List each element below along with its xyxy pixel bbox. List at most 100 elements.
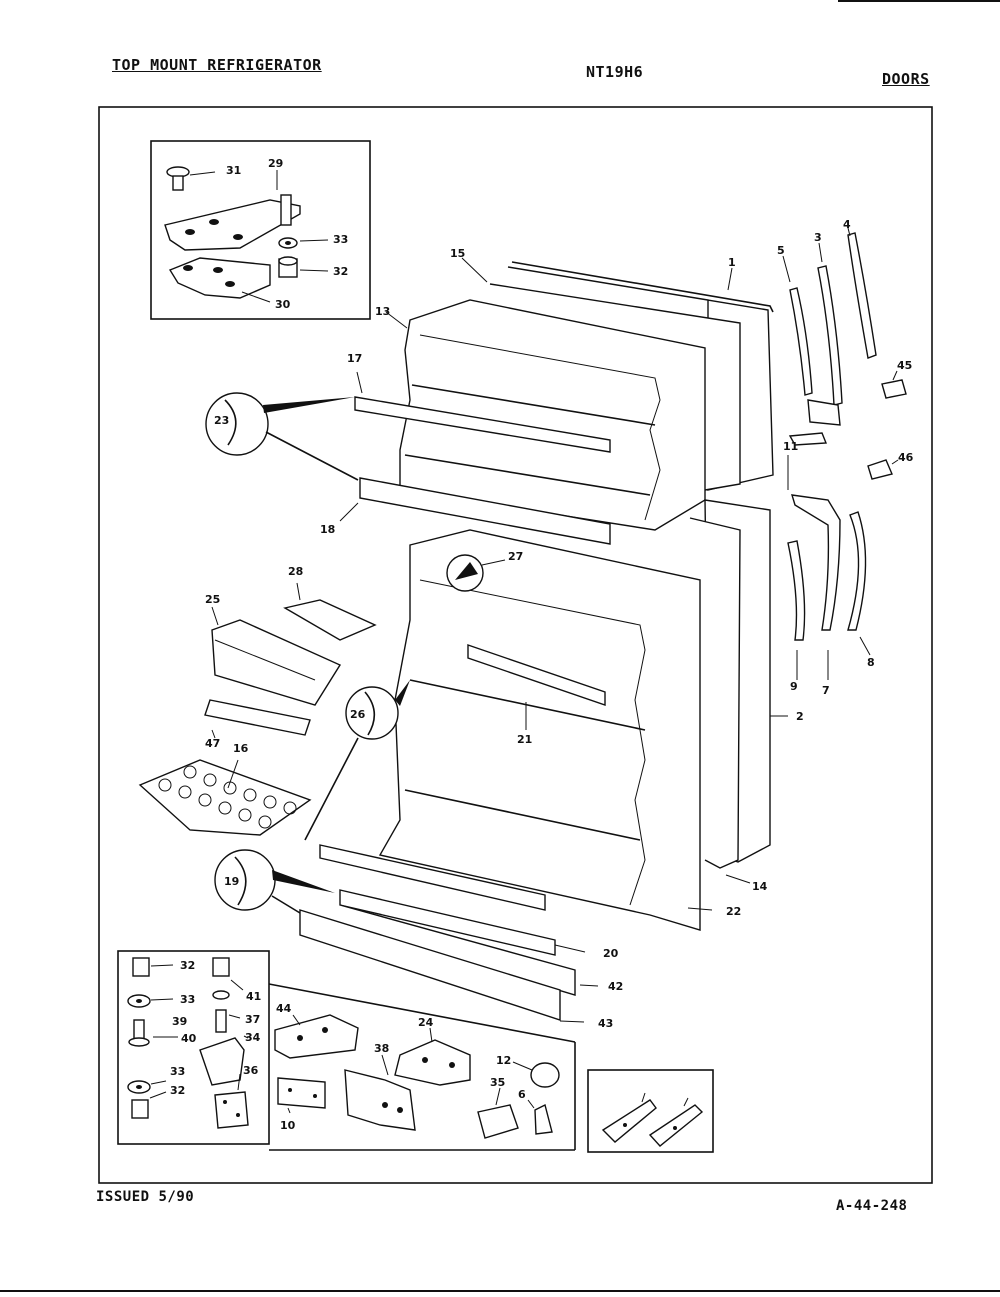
callout-37: 40 xyxy=(181,1032,197,1045)
part-46-clip xyxy=(867,459,899,480)
callout-18: 18 xyxy=(320,523,335,536)
part-47-egg-tray xyxy=(138,759,312,836)
part-37-pin xyxy=(128,1019,178,1047)
callout-33-inset-lower: 33 xyxy=(170,1065,185,1078)
bracket-inset-box xyxy=(587,1069,714,1153)
part-38-cap xyxy=(512,1061,560,1088)
callout-5: 5 xyxy=(777,244,785,257)
detail-23-lower xyxy=(214,849,335,914)
callout-9: 9 xyxy=(790,680,798,693)
callout-14: 22 xyxy=(726,905,741,918)
part-33-washer-top xyxy=(127,994,174,1008)
callout-36: 38 xyxy=(374,1042,389,1055)
callout-23-top: 23 xyxy=(214,414,229,427)
part-33-washer-lower xyxy=(127,1080,167,1094)
part-24-stop xyxy=(477,1087,519,1139)
callout-32-inset-top: 32 xyxy=(180,959,195,972)
callout-31: 31 xyxy=(226,164,241,177)
callout-26: 47 xyxy=(205,737,220,750)
part-36-hinge-bracket xyxy=(344,1054,416,1131)
section-title: DOORS xyxy=(882,70,930,88)
callout-32-inset-lower: 32 xyxy=(170,1084,185,1097)
callout-28: 28 xyxy=(288,565,303,578)
callout-30: 30 xyxy=(275,298,291,311)
callout-24: 35 xyxy=(490,1076,505,1089)
part-21-door-rail xyxy=(467,644,606,730)
part-20-door-shelf-bar xyxy=(299,909,585,1023)
callout-33-inset-top: 33 xyxy=(180,993,195,1006)
callout-labels: 31 29 33 32 30 15 1 5 3 4 13 17 45 23 11… xyxy=(170,157,914,1132)
part-5-strap xyxy=(782,255,813,396)
part-25-butter-compartment xyxy=(211,606,342,706)
callout-42: 41 xyxy=(246,990,261,1003)
callout-15: 15 xyxy=(450,247,465,260)
callout-35: 10 xyxy=(280,1119,296,1132)
callout-12: 6 xyxy=(518,1088,526,1101)
callout-22: 42 xyxy=(608,980,623,993)
part-29-top-hinge xyxy=(164,170,301,251)
hinge-inset-box xyxy=(150,140,371,320)
callout-39: 34 xyxy=(245,1031,261,1044)
part-10-bracket xyxy=(648,1097,704,1147)
callout-20: 43 xyxy=(598,1017,613,1030)
part-9-strap xyxy=(787,540,806,680)
part-40-plate xyxy=(214,1073,249,1129)
callout-19: 20 xyxy=(603,947,619,960)
part-44-hinge-plate xyxy=(394,1027,471,1086)
callout-41: 39 xyxy=(172,1015,187,1028)
part-6-bracket xyxy=(601,1092,657,1143)
callout-45: 45 xyxy=(897,359,912,372)
callout-25: 25 xyxy=(205,593,220,606)
callout-32: 32 xyxy=(333,265,348,278)
callout-34: 44 xyxy=(276,1002,292,1015)
issued-date: ISSUED 5/90 xyxy=(96,1189,195,1205)
callout-2: 2 xyxy=(796,710,804,723)
page-title: TOP MOUNT REFRIGERATOR xyxy=(112,56,322,74)
callout-8: 8 xyxy=(867,656,875,669)
lower-hinge-inset-box xyxy=(117,950,270,1145)
part-4-strap xyxy=(847,227,877,359)
callout-13: 13 xyxy=(375,305,390,318)
top-rule xyxy=(838,0,1000,2)
diagram-frame xyxy=(98,106,933,1184)
callout-29: 29 xyxy=(268,157,283,170)
callout-38: 12 xyxy=(496,1054,511,1067)
part-13-freezer-door-liner xyxy=(385,299,706,531)
part-17-freezer-shelf-rail xyxy=(354,371,611,453)
model-number: NT19H6 xyxy=(586,63,644,81)
callout-7: 7 xyxy=(822,684,830,697)
callout-21: 21 xyxy=(517,733,532,746)
detail-23-top xyxy=(205,392,359,481)
callout-11: 11 xyxy=(783,440,798,453)
part-11-hinge-bracket xyxy=(787,399,841,490)
callout-27: 27 xyxy=(508,550,523,563)
document-number: A-44-248 xyxy=(836,1198,908,1214)
part-19-door-shelf-bar xyxy=(319,844,586,953)
part-39-hinge-bracket xyxy=(199,1035,249,1086)
callout-4: 4 xyxy=(843,218,851,231)
callout-43: 37 xyxy=(245,1013,260,1026)
part-32-bushing xyxy=(278,256,329,278)
part-35-plate xyxy=(277,1077,326,1114)
callout-40: 36 xyxy=(243,1064,259,1077)
part-33-washer xyxy=(278,237,329,249)
part-18-freezer-door-shelf xyxy=(339,477,611,545)
part-45-clip xyxy=(881,370,907,399)
callout-16: 14 xyxy=(752,880,768,893)
callout-23-middle: 26 xyxy=(350,708,366,721)
callout-1: 1 xyxy=(728,256,736,269)
callout-44: 24 xyxy=(418,1016,434,1029)
part-28-door-bracket xyxy=(283,582,377,641)
part-12-stop-pin xyxy=(527,1099,553,1135)
detail-23-middle xyxy=(304,680,410,841)
callout-23-lower: 19 xyxy=(224,875,239,888)
part-14-fresh-food-door-liner xyxy=(378,529,713,931)
callout-47: 16 xyxy=(233,742,249,755)
part-8-strap xyxy=(847,511,871,656)
part-42-bushing xyxy=(212,957,244,991)
part-34-hinge-plate xyxy=(274,1014,359,1059)
callout-33: 33 xyxy=(333,233,348,246)
part-43-washer xyxy=(212,990,241,1033)
callout-17: 17 xyxy=(347,352,362,365)
